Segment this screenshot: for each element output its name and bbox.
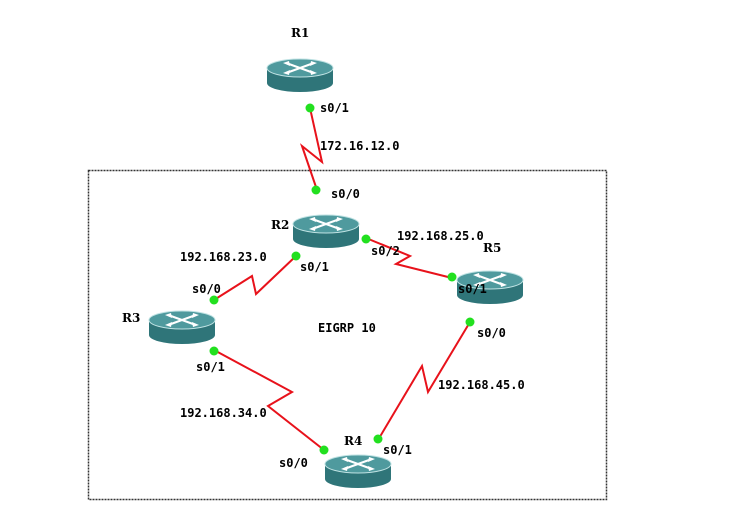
eigrp-area-border: [87, 169, 608, 501]
port-label-r4-s0-1: s0/1: [383, 443, 412, 457]
port-label-r2-s0-1: s0/1: [300, 260, 329, 274]
port-label-r5-s0-0: s0/0: [477, 326, 506, 340]
router-r2[interactable]: [292, 214, 360, 248]
port-label-r4-s0-0: s0/0: [279, 456, 308, 470]
router-icon: [324, 454, 392, 488]
router-r1[interactable]: [266, 58, 334, 92]
link-r1-r2[interactable]: [299, 107, 324, 191]
port-dot-r4-s0-1[interactable]: [373, 434, 383, 444]
link-r3-r4[interactable]: [213, 349, 325, 451]
link-r2-r5[interactable]: [365, 237, 453, 279]
port-dot-r3-s0-1[interactable]: [209, 346, 219, 356]
port-label-r2-s0-2: s0/2: [371, 244, 400, 258]
router-r4[interactable]: [324, 454, 392, 488]
router-icon: [456, 270, 524, 304]
router-label-r4: R4: [344, 434, 363, 448]
port-dot-r2-s0-2[interactable]: [361, 234, 371, 244]
port-label-r1-s0-1: s0/1: [320, 101, 349, 115]
port-dot-r4-s0-0[interactable]: [319, 445, 329, 455]
network-label-r1-r2: 172.16.12.0: [320, 139, 400, 153]
port-dot-r2-s0-0[interactable]: [311, 185, 321, 195]
router-label-r5: R5: [483, 241, 502, 255]
port-label-r5-s0-1: s0/1: [458, 282, 487, 296]
serial-links: [213, 107, 471, 451]
router-r3[interactable]: [148, 310, 216, 344]
network-label-r3-r4: 192.168.34.0: [180, 406, 267, 420]
port-label-r2-s0-0: s0/0: [331, 187, 360, 201]
eigrp-area-label: EIGRP 10: [318, 321, 376, 335]
interface-dots: [209, 103, 475, 455]
router-label-r1: R1: [291, 26, 310, 40]
link-r2-r3[interactable]: [213, 255, 297, 301]
port-dot-r1-s0-1[interactable]: [305, 103, 315, 113]
router-icon: [148, 310, 216, 344]
router-icon: [266, 58, 334, 92]
link-r5-r4[interactable]: [377, 321, 471, 441]
port-label-r3-s0-0: s0/0: [192, 282, 221, 296]
port-label-r3-s0-1: s0/1: [196, 360, 225, 374]
router-label-r3: R3: [122, 311, 141, 325]
port-dot-r3-s0-0[interactable]: [209, 295, 219, 305]
router-r5[interactable]: [456, 270, 524, 304]
router-label-r2: R2: [271, 218, 290, 232]
port-dot-r5-s0-1[interactable]: [447, 272, 457, 282]
network-label-r5-r4: 192.168.45.0: [438, 378, 525, 392]
network-label-r2-r3: 192.168.23.0: [180, 250, 267, 264]
router-icon: [292, 214, 360, 248]
network-label-r2-r5: 192.168.25.0: [397, 229, 484, 243]
port-dot-r2-s0-1[interactable]: [291, 251, 301, 261]
port-dot-r5-s0-0[interactable]: [465, 317, 475, 327]
